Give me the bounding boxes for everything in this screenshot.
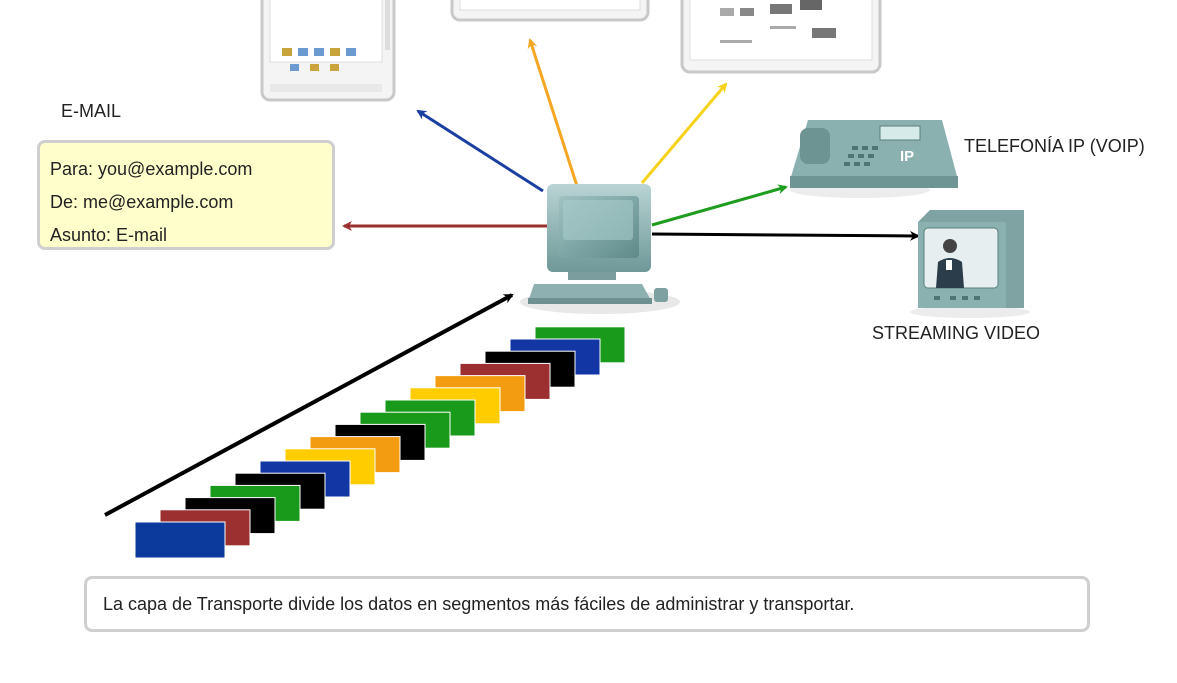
ip-phone-icon xyxy=(790,120,958,198)
browser-window-right-icon xyxy=(680,0,882,74)
arrow-to-web-center xyxy=(527,38,579,187)
browser-window-center-icon xyxy=(450,0,650,22)
phone-ip-badge: IP xyxy=(900,148,914,165)
arrow-to-streaming xyxy=(651,230,920,241)
voip-label: TELEFONÍA IP (VOIP) xyxy=(964,136,1145,156)
data-segment xyxy=(134,521,226,559)
computer-icon xyxy=(520,184,680,314)
email-message-box: Para: you@example.com De: me@example.com… xyxy=(37,140,335,250)
browser-window-left-icon xyxy=(260,0,396,102)
arrow-to-web-right xyxy=(640,82,728,184)
email-to-line: Para: you@example.com xyxy=(50,159,253,179)
email-label: E-MAIL xyxy=(61,101,122,121)
data-segments xyxy=(134,326,626,559)
email-subject-line: Asunto: E-mail xyxy=(50,225,168,245)
streaming-video-label: STREAMING VIDEO xyxy=(872,323,1041,343)
email-from-line: De: me@example.com xyxy=(50,192,234,212)
arrow-to-web-left xyxy=(416,109,544,193)
arrow-to-voip xyxy=(651,184,788,227)
caption-text: La capa de Transporte divide los datos e… xyxy=(103,594,855,614)
caption-box: La capa de Transporte divide los datos e… xyxy=(84,576,1090,632)
video-monitor-icon xyxy=(910,210,1030,318)
arrow-segments-incoming xyxy=(104,293,514,517)
